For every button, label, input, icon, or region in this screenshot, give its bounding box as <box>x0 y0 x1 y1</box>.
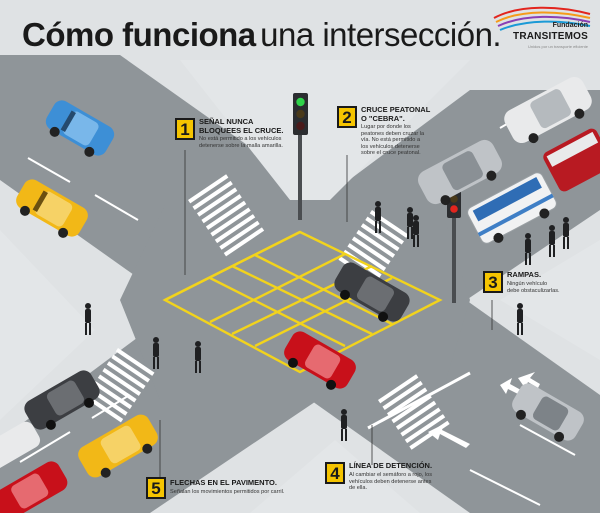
callout-title-line: RAMPAS. <box>507 270 542 279</box>
callout-title: SEÑAL NUNCA BLOQUEES EL CRUCE. <box>199 117 284 135</box>
brand-logo-tagline: Unidos por un transporte eficiente <box>527 44 588 49</box>
callout-desc-line: peatones deben cruzar la <box>361 130 425 137</box>
callout-title-line: BLOQUEES EL CRUCE. <box>199 125 284 135</box>
pedestrian-icon <box>85 201 569 441</box>
car-icon <box>0 76 592 513</box>
callout-desc-line: Ningún vehículo <box>507 281 548 287</box>
callout-description: No está permitido a los vehículos detene… <box>199 136 283 149</box>
callout-number-badge: 4 <box>325 462 345 484</box>
brand-logo-foundation: Fundación <box>552 22 588 29</box>
callout-desc-line: los vehículos detenerse <box>361 143 420 150</box>
callout-number-badge: 3 <box>483 271 503 293</box>
callout-desc-line: Al cambiar el semáforo a rojo, los <box>349 472 433 478</box>
straight-arrow-icon <box>428 424 470 448</box>
callout-description: Ningún vehículo debe obstaculizarlas. <box>507 281 560 294</box>
callout-description: Señalan los movimientos permitidos por c… <box>170 489 284 496</box>
callout-title-line: LÍNEA DE DETENCIÓN. <box>349 461 433 470</box>
callout-desc-line: No está permitido a los vehículos <box>199 136 282 142</box>
callout-desc-line: vía. No está permitido a <box>361 137 421 144</box>
callout-desc-line: de ella. <box>349 485 368 492</box>
callout-title-line: SEÑAL NUNCA <box>199 117 254 126</box>
callout-desc-line: debe obstaculizarlas. <box>507 287 560 294</box>
callout-title: LÍNEA DE DETENCIÓN. <box>349 461 433 471</box>
brand-logo: Fundación TRANSITEMOS Unidos por un tran… <box>490 4 594 60</box>
callout-title-line: O "CEBRA". <box>361 113 405 123</box>
callout-desc-line: Lugar por donde los <box>361 124 411 130</box>
callout-desc-line: detenerse sobre la malla amarilla. <box>199 142 283 149</box>
brand-logo-swoosh <box>493 6 591 31</box>
callout-number-badge: 5 <box>146 477 166 499</box>
page-title-light: una intersección. <box>260 16 502 53</box>
callout-desc-line: Señalan los movimientos permitidos por c… <box>170 489 285 495</box>
callout-desc-line: sobre el cruce peatonal. <box>361 150 421 157</box>
callout-title: FLECHAS EN EL PAVIMENTO. <box>170 478 277 488</box>
callout-title: CRUCE PEATONAL O "CEBRA". <box>361 105 431 123</box>
page-title: Cómo funciona una intersección. <box>22 16 502 53</box>
callout-desc-line: vehículos deben detenerse antes <box>349 478 432 485</box>
callout-description: Al cambiar el semáforo a rojo, los vehíc… <box>349 472 432 492</box>
callout-description: Lugar por donde los peatones deben cruza… <box>361 124 424 157</box>
callout-title: RAMPAS. <box>507 270 542 280</box>
callout-title-line: FLECHAS EN EL PAVIMENTO. <box>170 478 277 487</box>
callout-leaders <box>159 150 493 478</box>
traffic-light-icon <box>293 93 308 220</box>
callout-title-line: CRUCE PEATONAL <box>361 105 431 114</box>
crosswalk-zebra <box>84 174 450 450</box>
callout-number-badge: 1 <box>175 118 195 140</box>
brand-logo-name: TRANSITEMOS <box>513 31 588 42</box>
page-title-bold: Cómo funciona <box>22 16 256 53</box>
stop-line <box>367 371 471 430</box>
callout-number-badge: 2 <box>337 106 357 128</box>
bus-icon <box>467 128 600 244</box>
